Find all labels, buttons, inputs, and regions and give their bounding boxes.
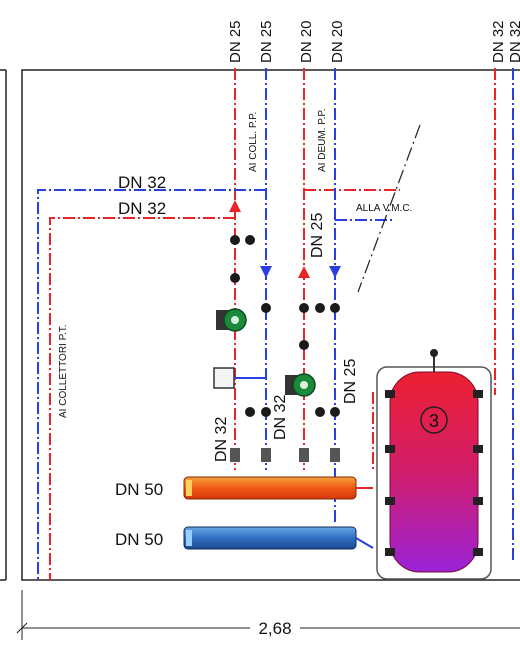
label-dn25-right: DN 25 bbox=[342, 359, 359, 404]
top-labels: DN 25 DN 25 DN 20 DN 20 DN 32 DN 32 bbox=[227, 20, 520, 63]
top-label-6: DN 32 bbox=[507, 20, 520, 63]
supply-pipes bbox=[49, 68, 496, 580]
dimension-label: 2,68 bbox=[258, 619, 291, 638]
top-label-2: DN 25 bbox=[258, 20, 275, 63]
top-label-3: DN 20 bbox=[298, 20, 315, 63]
label-ai-coll: AI COLL. P.P. bbox=[248, 112, 259, 172]
left-label-return: DN 32 bbox=[118, 173, 166, 192]
pump-right bbox=[285, 373, 316, 397]
collector-label-hot: DN 50 bbox=[115, 480, 163, 499]
fittings bbox=[230, 448, 340, 462]
dimension-line bbox=[16, 590, 520, 640]
arrow-return-1 bbox=[260, 266, 272, 278]
mixing-valve bbox=[213, 367, 266, 389]
break-line bbox=[357, 124, 421, 293]
label-dn25-mid: DN 25 bbox=[309, 213, 326, 258]
top-label-5: DN 32 bbox=[490, 20, 507, 63]
label-ai-deum: AI DEUM. P.P. bbox=[317, 108, 328, 172]
top-label-1: DN 25 bbox=[227, 20, 244, 63]
top-label-4: DN 20 bbox=[329, 20, 346, 63]
collector-label-cold: DN 50 bbox=[115, 530, 163, 549]
left-label-supply: DN 32 bbox=[118, 199, 166, 218]
pump-left bbox=[216, 308, 247, 332]
label-dn32-mid: DN 32 bbox=[272, 395, 289, 440]
cold-header bbox=[183, 526, 374, 550]
flow-arrows bbox=[229, 200, 341, 278]
arrow-supply-1 bbox=[229, 200, 241, 212]
gauges bbox=[230, 235, 340, 417]
hot-header bbox=[183, 476, 373, 500]
arrow-supply-2 bbox=[298, 266, 310, 278]
drawing-frame bbox=[0, 69, 520, 581]
tank-number-circle bbox=[420, 406, 448, 434]
tank-number: 3 bbox=[429, 411, 439, 431]
label-alla-vmc: ALLA V.M.C. bbox=[356, 203, 412, 214]
label-ai-collettori: AI COLLETTORI P.T. bbox=[58, 324, 69, 418]
buffer-tank bbox=[376, 349, 492, 580]
arrow-return-2 bbox=[329, 266, 341, 278]
label-dn32-left: DN 32 bbox=[213, 417, 230, 462]
